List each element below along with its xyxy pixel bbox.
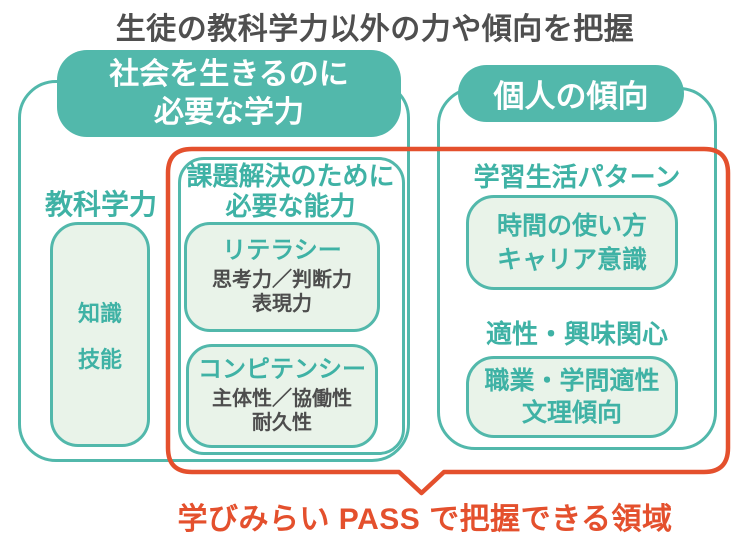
footer-label: 学びみらい PASS で把握できる領域 bbox=[177, 503, 673, 536]
vocation-aptitude-box: 職業・学問適性 文理傾向 bbox=[466, 356, 678, 438]
society-skills-badge-line2: 必要な学力 bbox=[154, 95, 304, 129]
society-skills-badge-line1: 社会を生きるのに bbox=[109, 57, 349, 91]
skills-item: 技能 bbox=[77, 346, 122, 372]
competency-detail: 主体性／協働性 耐久性 bbox=[212, 387, 352, 435]
personal-tendency-badge-label: 個人の傾向 bbox=[493, 79, 649, 114]
competency-detail-line2: 耐久性 bbox=[252, 412, 312, 434]
problem-solving-label: 課題解決のために 必要な能力 bbox=[180, 161, 401, 221]
competency-detail-line1: 主体性／協働性 bbox=[212, 388, 352, 410]
literacy-detail: 思考力／判断力 表現力 bbox=[212, 268, 352, 316]
career-awareness-text: キャリア意識 bbox=[496, 245, 647, 274]
competency-title: コンピテンシー bbox=[198, 356, 366, 383]
learning-pattern-label: 学習生活パターン bbox=[473, 162, 681, 192]
literacy-title: リテラシー bbox=[222, 237, 342, 264]
literacy-detail-line1: 思考力／判断力 bbox=[212, 269, 352, 291]
literacy-detail-line2: 表現力 bbox=[252, 293, 312, 315]
knowledge-skills-box: 知識 技能 bbox=[50, 222, 150, 447]
society-skills-badge: 社会を生きるのに 必要な学力 bbox=[57, 50, 401, 137]
vocation-aptitude-text: 職業・学問適性 bbox=[484, 367, 660, 395]
aptitude-interest-label: 適性・興味関心 bbox=[485, 319, 668, 349]
competency-box: コンピテンシー 主体性／協働性 耐久性 bbox=[186, 344, 378, 448]
subject-academics-label: 教科学力 bbox=[44, 189, 157, 220]
literacy-box: リテラシー 思考力／判断力 表現力 bbox=[184, 222, 380, 332]
knowledge-item: 知識 bbox=[77, 300, 122, 326]
personal-tendency-badge: 個人の傾向 bbox=[458, 65, 684, 122]
humanities-science-text: 文理傾向 bbox=[521, 399, 622, 427]
diagram-title: 生徒の教科学力以外の力や傾向を把握 bbox=[115, 13, 635, 46]
problem-solving-label-line2: 必要な能力 bbox=[225, 191, 356, 221]
time-career-box: 時間の使い方 キャリア意識 bbox=[466, 195, 678, 290]
problem-solving-label-line1: 課題解決のために bbox=[186, 161, 395, 191]
time-usage-text: 時間の使い方 bbox=[496, 211, 647, 240]
